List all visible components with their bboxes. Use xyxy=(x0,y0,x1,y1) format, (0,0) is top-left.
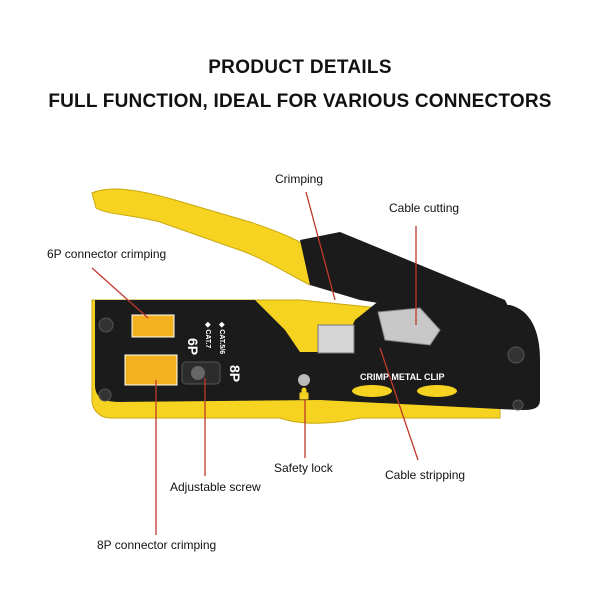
marking-cat56: ◆ CAT.5/6 xyxy=(218,321,225,354)
marking-cat7: ◆ CAT.7 xyxy=(204,321,211,348)
leader-cable-stripping xyxy=(379,347,419,461)
product-details-subtitle: FULL FUNCTION, IDEAL FOR VARIOUS CONNECT… xyxy=(48,91,552,112)
marking-crimp-clip: CRIMP METAL CLIP xyxy=(360,372,445,382)
rivet xyxy=(507,346,525,364)
slot-8p xyxy=(124,354,178,386)
crimp-die xyxy=(317,324,355,354)
callout-6p-connector: 6P connector crimping xyxy=(47,247,167,261)
rivet xyxy=(512,399,524,411)
safety-lock-knob xyxy=(298,374,310,386)
callout-adjustable-screw: Adjustable screw xyxy=(170,480,261,494)
leader-crimping xyxy=(305,191,336,301)
adjustable-screw-head xyxy=(191,366,205,380)
callout-safety-lock: Safety lock xyxy=(274,461,333,475)
rivet xyxy=(98,388,112,402)
grip-left xyxy=(352,385,392,397)
callout-8p-connector: 8P connector crimping xyxy=(97,538,217,552)
callout-cable-stripping: Cable stripping xyxy=(385,468,466,482)
callout-crimping: Crimping xyxy=(275,172,324,186)
marking-6p: 6P xyxy=(185,338,201,355)
rivet xyxy=(98,317,114,333)
cutting-blade xyxy=(377,307,441,346)
lock-icon xyxy=(299,387,309,400)
callout-cable-cutting: Cable cutting xyxy=(389,201,460,215)
grip-right xyxy=(417,385,457,397)
leader-6p xyxy=(91,267,149,319)
slot-6p xyxy=(131,314,175,338)
product-details-title: PRODUCT DETAILS xyxy=(208,57,392,78)
upper-jaw-arm xyxy=(300,232,515,320)
marking-8p: 8P xyxy=(227,365,243,382)
upper-handle xyxy=(91,188,331,286)
